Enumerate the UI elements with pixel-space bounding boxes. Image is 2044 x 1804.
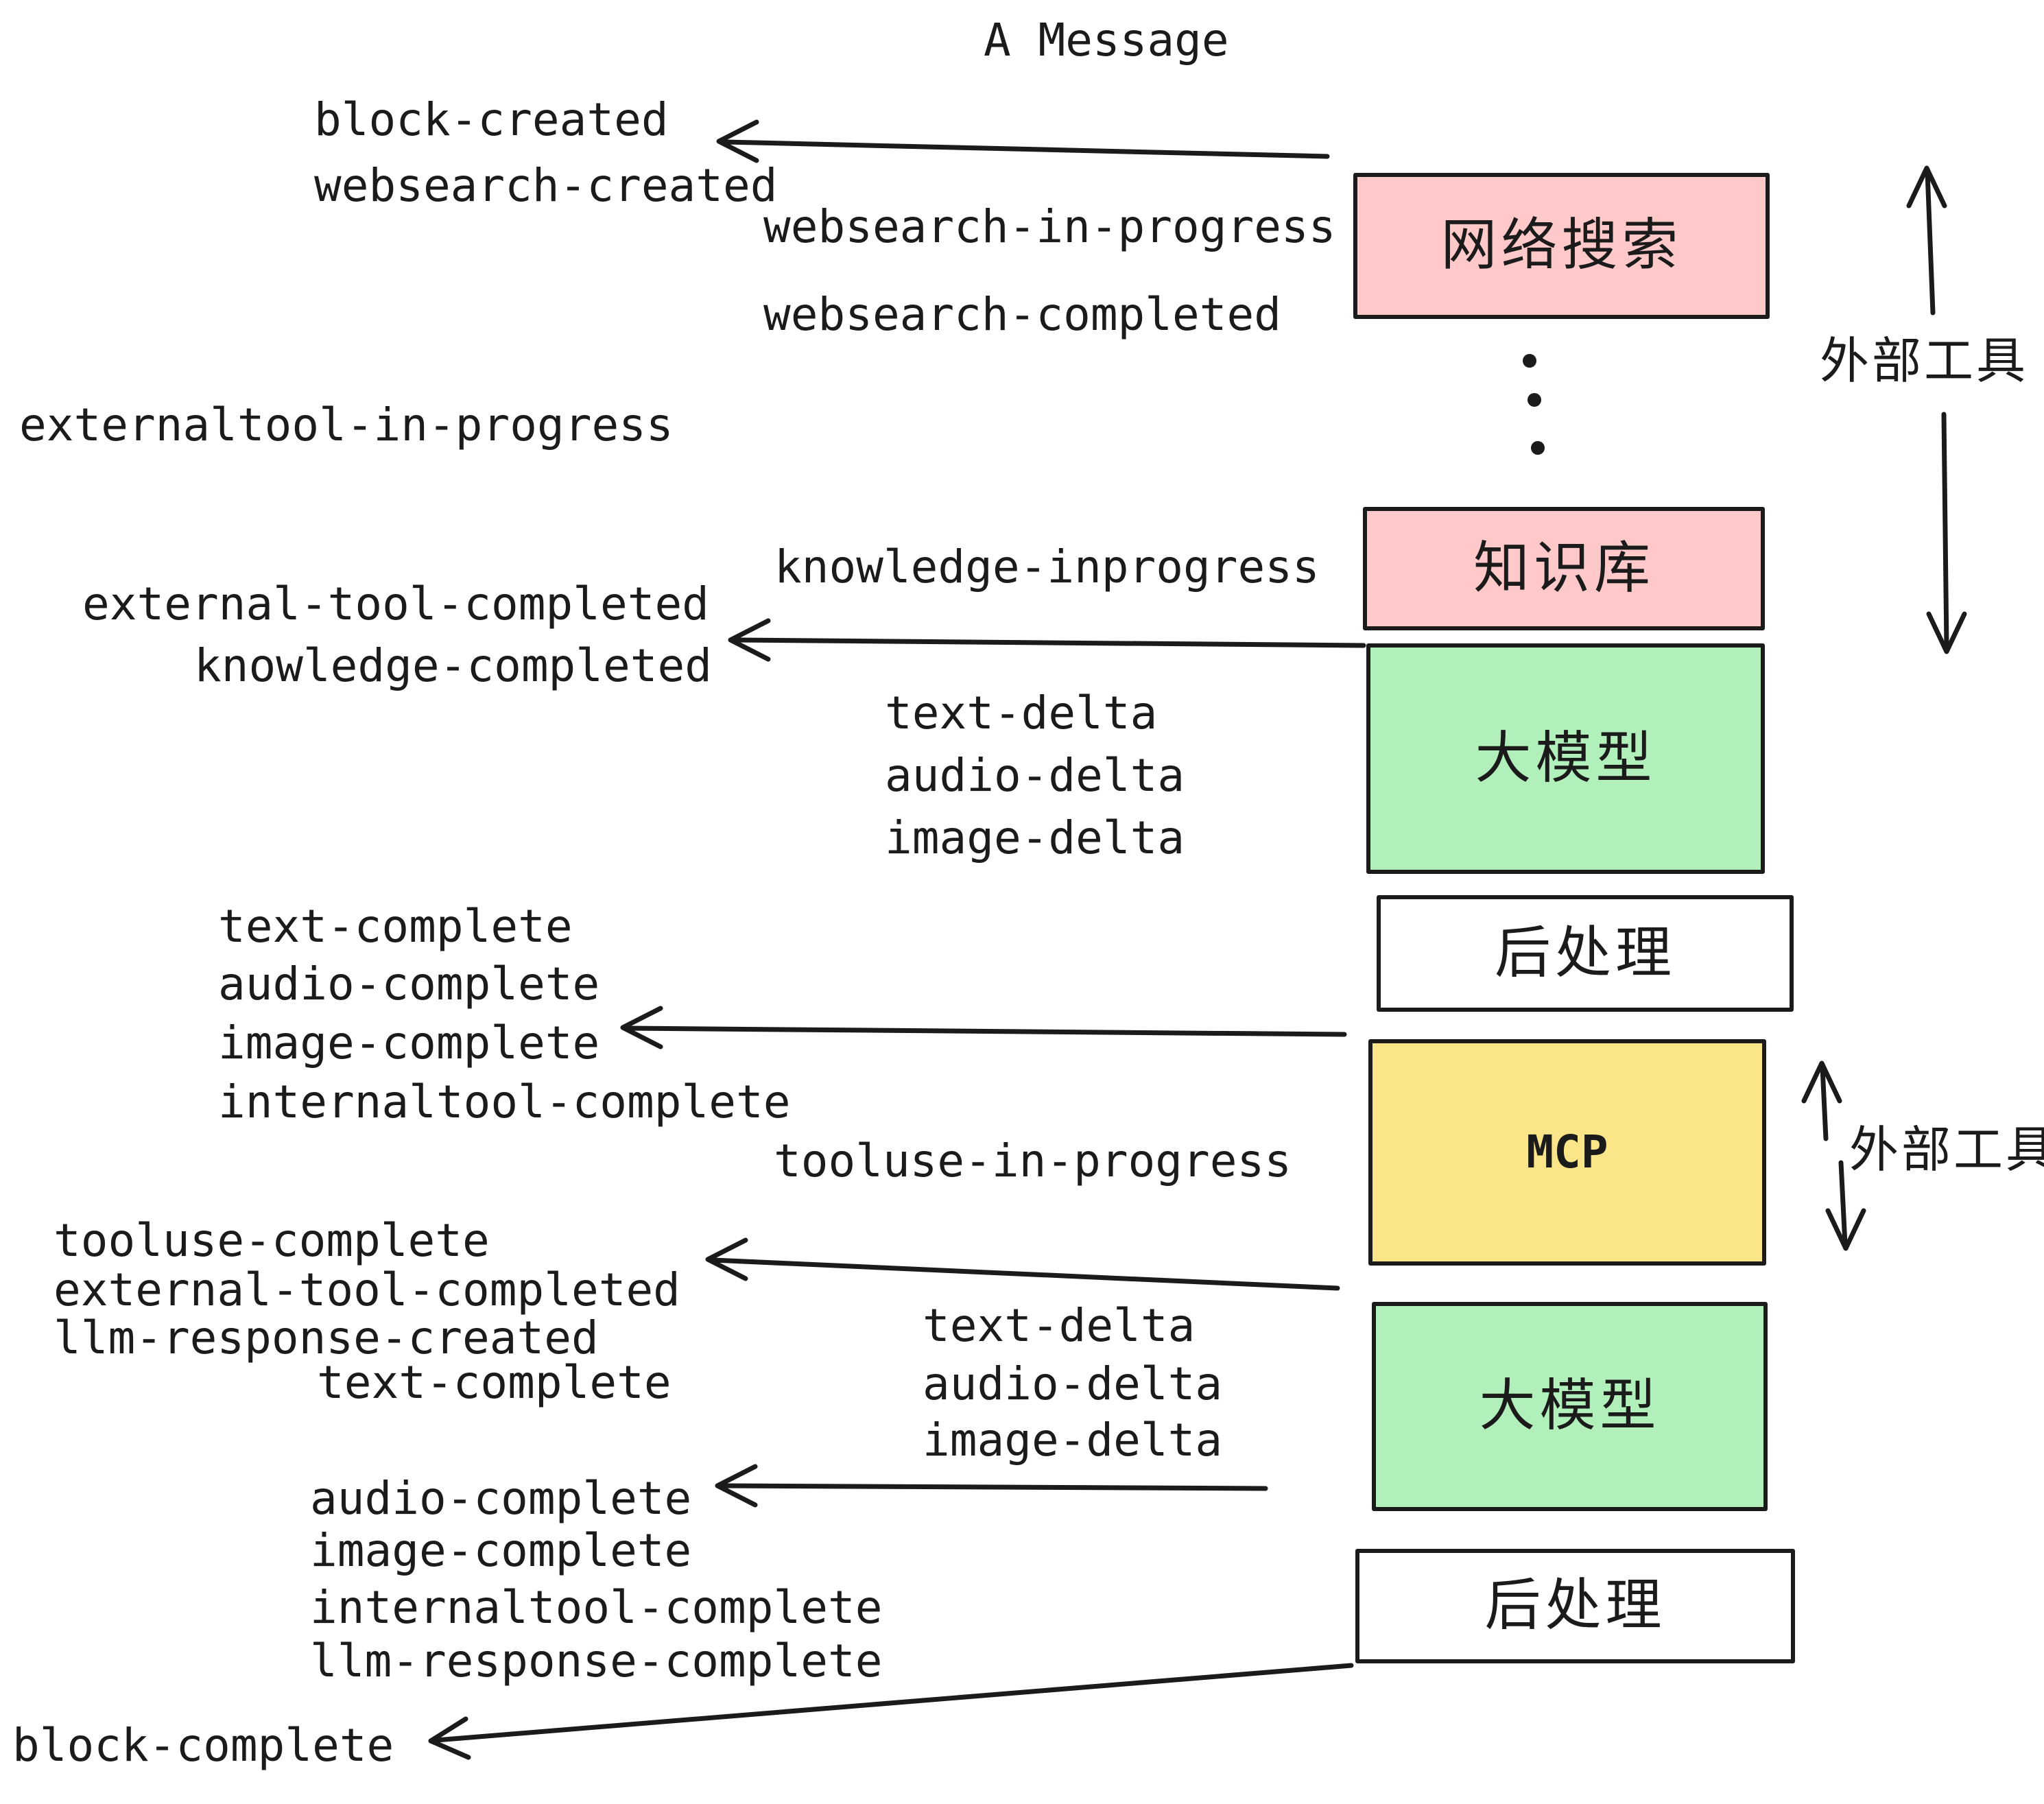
event-image-complete-1: image-complete xyxy=(218,1017,600,1069)
event-internaltool-complete-2: internaltool-complete xyxy=(310,1581,883,1634)
box-mcp-label: MCP xyxy=(1526,1125,1608,1178)
event-tooluse-in-progress: tooluse-in-progress xyxy=(774,1135,1292,1187)
event-text-complete-1: text-complete xyxy=(218,900,573,953)
event-text-delta-1: text-delta xyxy=(885,687,1158,739)
arrow-postprocess-to-block-complete xyxy=(428,1663,1354,1760)
box-websearch: 网络搜索 xyxy=(1353,173,1770,319)
event-external-tool-completed-1: external-tool-completed xyxy=(82,578,709,630)
box-postprocess-2-label: 后处理 xyxy=(1484,1574,1666,1637)
event-text-complete-2: text-complete xyxy=(317,1356,672,1409)
external-tools-label-top: 外部工具 xyxy=(1820,334,2029,389)
box-postprocess-2: 后处理 xyxy=(1355,1549,1795,1663)
event-image-delta-2: image-delta xyxy=(923,1414,1223,1467)
external-tools-up-arrow-top xyxy=(1906,165,1947,316)
event-image-delta-1: image-delta xyxy=(885,811,1185,864)
box-llm-2-label: 大模型 xyxy=(1479,1375,1661,1438)
event-internaltool-complete-1: internaltool-complete xyxy=(218,1076,791,1128)
box-knowledge: 知识库 xyxy=(1363,507,1765,630)
event-knowledge-completed: knowledge-completed xyxy=(194,639,712,692)
external-tools-up-arrow-mcp xyxy=(1801,1060,1842,1141)
vertical-ellipsis-dots xyxy=(1523,354,1545,455)
event-audio-complete-1: audio-complete xyxy=(218,958,600,1010)
arrow-llm2-to-audio-complete xyxy=(715,1464,1268,1508)
event-externaltool-in-progress: externaltool-in-progress xyxy=(19,399,674,451)
box-llm-1: 大模型 xyxy=(1366,643,1765,874)
box-postprocess-1-label: 后处理 xyxy=(1494,921,1676,984)
event-websearch-created: websearch-created xyxy=(314,159,778,212)
arrow-llm-to-knowledge-completed xyxy=(728,618,1366,662)
external-tools-label-mcp: 外部工具 xyxy=(1849,1123,2044,1178)
event-audio-delta-2: audio-delta xyxy=(923,1357,1223,1410)
event-audio-delta-1: audio-delta xyxy=(885,749,1185,802)
diagram-title: A Message xyxy=(984,14,1229,67)
event-llm-response-created: llm-response-created xyxy=(54,1312,599,1364)
event-knowledge-inprogress: knowledge-inprogress xyxy=(774,541,1320,593)
arrow-websearch-to-block-created xyxy=(716,119,1330,163)
box-knowledge-label: 知识库 xyxy=(1473,536,1654,600)
event-llm-response-complete: llm-response-complete xyxy=(310,1635,883,1687)
event-text-delta-2: text-delta xyxy=(923,1299,1196,1352)
event-external-tool-completed-2: external-tool-completed xyxy=(54,1263,680,1316)
box-postprocess-1: 后处理 xyxy=(1377,895,1794,1012)
box-websearch-label: 网络搜索 xyxy=(1440,214,1683,277)
event-audio-complete-2: audio-complete xyxy=(310,1472,692,1525)
event-image-complete-2: image-complete xyxy=(310,1524,692,1577)
arrow-mcp-to-image-complete xyxy=(620,1006,1347,1049)
event-block-created: block-created xyxy=(314,93,669,146)
box-llm-2: 大模型 xyxy=(1372,1302,1768,1511)
box-mcp: MCP xyxy=(1368,1039,1766,1266)
event-block-complete: block-complete xyxy=(12,1719,394,1772)
external-tools-down-arrow-mcp xyxy=(1825,1160,1866,1251)
arrow-llm2-to-tooluse-complete xyxy=(705,1237,1340,1291)
event-websearch-in-progress: websearch-in-progress xyxy=(763,200,1336,253)
box-llm-1-label: 大模型 xyxy=(1475,726,1656,790)
event-tooluse-complete: tooluse-complete xyxy=(54,1214,490,1267)
event-websearch-completed: websearch-completed xyxy=(763,288,1281,341)
external-tools-down-arrow-top xyxy=(1926,412,1967,654)
